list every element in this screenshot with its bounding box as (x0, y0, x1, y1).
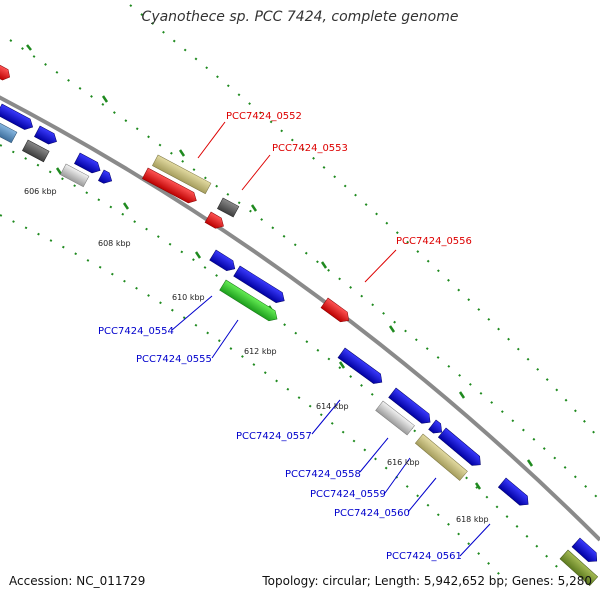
gene-label-0554: PCC7424_0554 (98, 326, 174, 337)
major-tick (458, 391, 466, 399)
gene-gray-short (60, 163, 90, 188)
gene-blue-tiny-2 (428, 419, 443, 434)
gene-red-small (204, 211, 224, 229)
gene-label-0557: PCC7424_0557 (236, 431, 312, 442)
major-tick (194, 251, 202, 259)
gene-pcc7424-0555 (219, 279, 278, 322)
gene-label-0556: PCC7424_0556 (396, 236, 472, 247)
major-tick (474, 482, 482, 490)
kbp-label: 614 kbp (316, 402, 349, 411)
gene-pcc7424-0553 (217, 197, 240, 218)
genome-backbone (0, 95, 600, 542)
gene-label-0555: PCC7424_0555 (136, 354, 212, 365)
gene-blue-edge (0, 103, 34, 130)
gene-label-0552: PCC7424_0552 (226, 111, 302, 122)
gene-label-0561: PCC7424_0561 (386, 551, 462, 562)
kbp-label: 608 kbp (98, 239, 131, 248)
gene-blue-long (233, 265, 285, 303)
kbp-label: 606 kbp (24, 187, 57, 196)
map-title: Cyanothece sp. PCC 7424, complete genome (141, 9, 459, 25)
kbp-label: 616 kbp (387, 458, 420, 467)
topology-text: Topology: circular; Length: 5,942,652 bp… (262, 574, 592, 588)
tick-row-outer-1 (9, 39, 600, 501)
genes-reverse[interactable] (0, 103, 600, 587)
gene-pcc7424-0552 (152, 154, 212, 195)
major-tick (338, 361, 346, 369)
gene-label-0560: PCC7424_0560 (334, 508, 410, 519)
kbp-labels: 606 kbp 608 kbp 610 kbp 612 kbp 614 kbp … (24, 187, 489, 524)
gene-label-0553: PCC7424_0553 (272, 143, 348, 154)
gene-red-long (142, 167, 197, 204)
gene-pcc7424-0561 (497, 477, 529, 506)
gene-pcc7424-0556 (320, 297, 350, 323)
major-tick (388, 325, 396, 333)
gene-label-0559: PCC7424_0559 (310, 489, 386, 500)
tick-row-outer-2 (129, 4, 600, 441)
tick-rows (0, 4, 600, 576)
gene-labels[interactable]: PCC7424_0552 PCC7424_0553 PCC7424_0556 P… (98, 111, 472, 562)
major-tick (526, 459, 534, 467)
gene-dark-small (22, 139, 50, 163)
major-tick (122, 202, 130, 210)
major-tick (320, 261, 328, 269)
major-tick (101, 95, 109, 103)
kbp-label: 612 kbp (244, 347, 277, 356)
gene-pcc7424-0554 (209, 249, 236, 272)
genes-forward[interactable] (0, 61, 352, 325)
kbp-label: 610 kbp (172, 293, 205, 302)
major-tick (26, 44, 32, 51)
gene-label-0558: PCC7424_0558 (285, 469, 361, 480)
gene-pcc7424-0558 (375, 400, 415, 436)
gene-blue-tiny (98, 169, 113, 184)
gene-olive-corner (559, 549, 599, 587)
gene-blue-corner (571, 537, 598, 562)
major-tick (55, 167, 63, 175)
gene-pcc7424-0559 (437, 427, 481, 466)
leader-lines (171, 121, 491, 557)
gene-blue-short (74, 152, 101, 174)
gene-blue-small (34, 125, 57, 145)
gene-pcc7424-0557 (337, 347, 383, 384)
tick-row-inner-1 (0, 144, 561, 571)
major-tick (250, 204, 258, 212)
gene-blue-mid (388, 387, 431, 424)
gene-red-edge (0, 61, 11, 81)
tick-row-inner-2 (0, 214, 501, 576)
gene-pcc7424-0560 (414, 433, 468, 481)
kbp-label: 618 kbp (456, 515, 489, 524)
major-tick (178, 149, 186, 157)
gene-steel-edge (0, 119, 18, 144)
accession-text: Accession: NC_011729 (9, 574, 146, 588)
